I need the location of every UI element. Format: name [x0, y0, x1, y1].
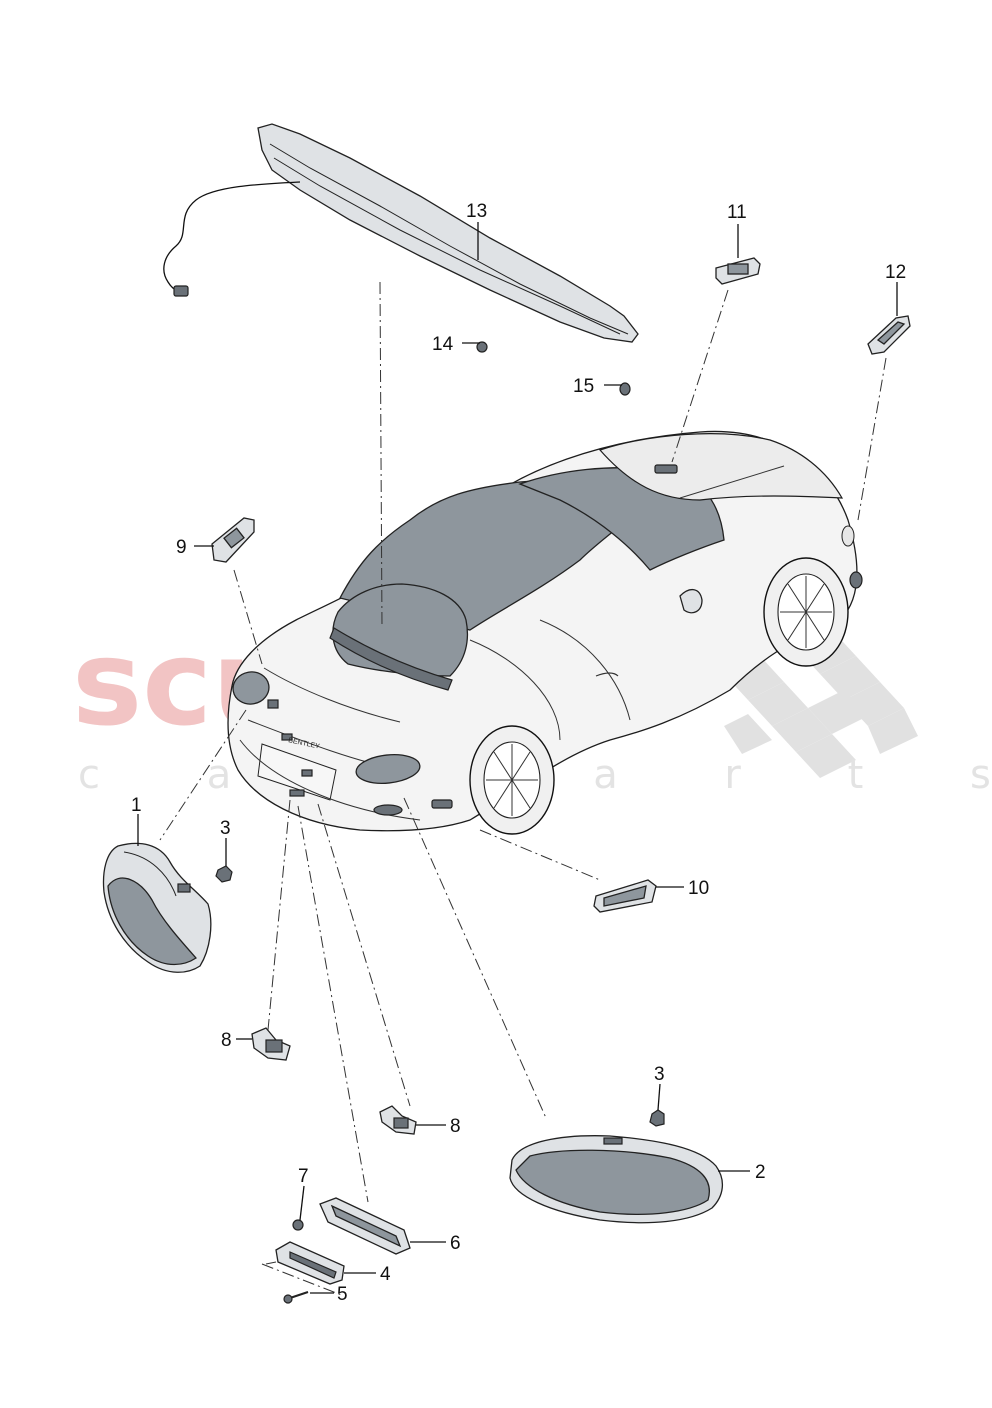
- plate-light-4: [275, 1241, 345, 1285]
- roof-light-marker: [654, 464, 678, 474]
- socket-8b: [379, 1105, 417, 1135]
- tail-lamp-left-1: [102, 842, 212, 973]
- callout-5: 5: [337, 1284, 348, 1305]
- rear-lamp-left: [232, 671, 270, 705]
- assembly-lines: [159, 281, 887, 1297]
- callout-14: 14: [432, 334, 454, 355]
- callout-9: 9: [176, 537, 187, 558]
- leader-lines: [137, 222, 898, 1294]
- screw-7: [292, 1219, 304, 1231]
- callout-1: 1: [131, 795, 142, 816]
- callout-15: 15: [573, 376, 594, 397]
- high-level-brake-light-bar: [163, 123, 639, 343]
- socket-8a: [251, 1027, 291, 1061]
- callout-11: 11: [727, 202, 747, 223]
- tail-lamp-right-2: [509, 1135, 723, 1224]
- clip-15: [619, 382, 631, 396]
- rear-lamp-right: [355, 754, 421, 784]
- clip-14: [476, 341, 488, 353]
- trunk-light-small: [267, 699, 279, 709]
- callout-3b: 3: [654, 1064, 665, 1085]
- car-illustration: BENTLEY: [227, 430, 863, 835]
- cable-connector: [173, 285, 189, 297]
- callout-12: 12: [885, 262, 906, 283]
- front-wheel: [763, 557, 849, 667]
- nut-3b: [649, 1109, 665, 1127]
- callout-6: 6: [450, 1233, 461, 1254]
- bracket-light-9: [211, 517, 255, 563]
- callout-13: 13: [466, 201, 487, 222]
- callout-2: 2: [755, 1162, 766, 1183]
- front-marker: [849, 571, 863, 589]
- interior-light-11: [715, 257, 761, 285]
- license-plate-area: [257, 743, 337, 801]
- rear-side-marker: [431, 799, 453, 809]
- screw-5: [283, 1291, 309, 1304]
- rear-marker-10: [593, 879, 657, 913]
- callout-7: 7: [298, 1166, 309, 1187]
- nut-3a: [215, 865, 233, 883]
- side-marker-12: [867, 315, 911, 355]
- callout-4: 4: [380, 1264, 391, 1285]
- callout-10: 10: [688, 878, 709, 899]
- plate-light-cover-6: [319, 1197, 411, 1255]
- rear-wheel: [469, 725, 555, 835]
- callout-8a: 8: [221, 1030, 232, 1051]
- callout-3a: 3: [220, 818, 231, 839]
- callout-8b: 8: [450, 1116, 461, 1137]
